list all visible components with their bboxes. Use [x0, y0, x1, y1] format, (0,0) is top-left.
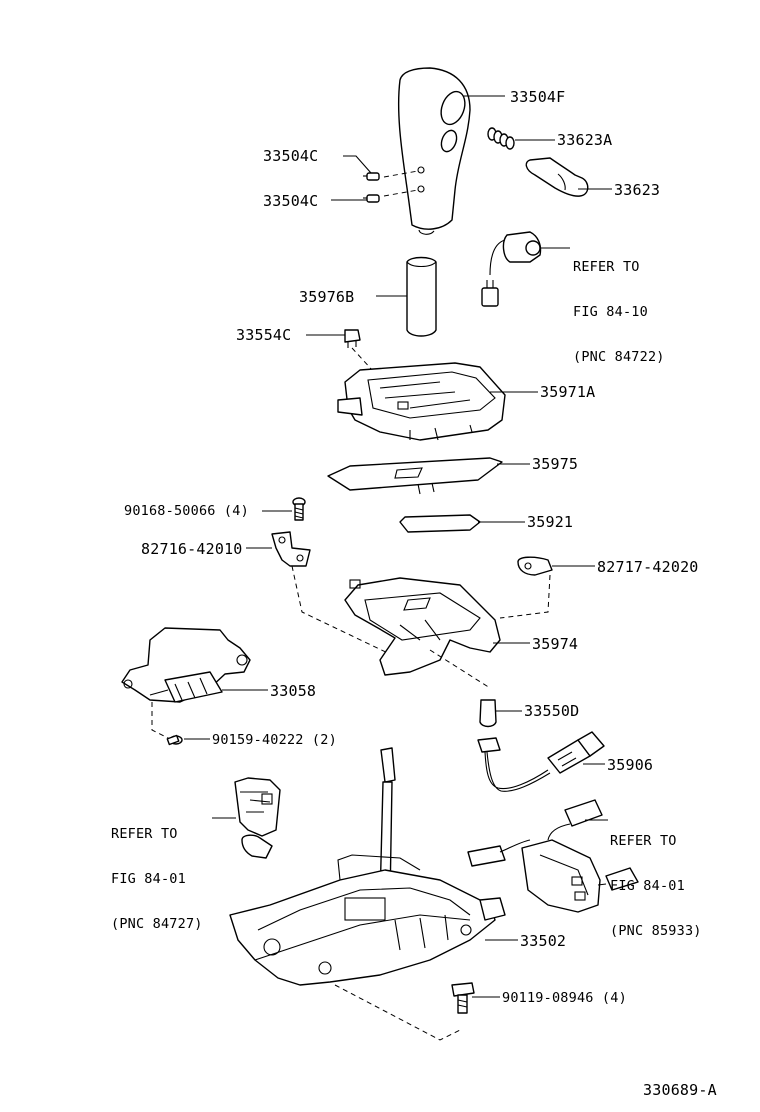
label-33504C-upper: 33504C	[263, 147, 319, 165]
solenoid-drawing	[121, 627, 251, 703]
connector-84722-drawing	[481, 231, 542, 307]
knob-screw-lower-drawing	[363, 194, 380, 203]
bolt-90119-drawing	[451, 982, 475, 1014]
shift-knob-drawing	[397, 67, 471, 235]
reference-85933-line3: (PNC 85933)	[610, 923, 702, 939]
reference-84727-line3: (PNC 84727)	[111, 916, 203, 932]
label-90168-50066: 90168-50066 (4)	[124, 503, 249, 519]
spring-drawing	[487, 127, 515, 150]
label-33504F: 33504F	[510, 88, 566, 106]
label-90119-08946: 90119-08946 (4)	[502, 990, 627, 1006]
knob-screw-upper-drawing	[363, 172, 380, 181]
label-35976B: 35976B	[299, 288, 355, 306]
label-33554C: 33554C	[236, 326, 292, 344]
label-82717-42020: 82717-42020	[597, 558, 699, 576]
figure-code: 330689-A	[643, 1081, 717, 1099]
clip-drawing	[344, 329, 361, 348]
label-35921: 35921	[527, 513, 574, 531]
indicator-housing-drawing	[337, 362, 506, 441]
wire-harness-drawing	[477, 731, 605, 792]
label-33502: 33502	[520, 932, 567, 950]
reference-85933: REFER TO FIG 84-01 (PNC 85933)	[610, 804, 702, 954]
reference-84727-line2: FIG 84-01	[111, 871, 186, 887]
bulb-drawing	[479, 699, 497, 728]
knob-sleeve-drawing	[406, 256, 437, 337]
indicator-bulb-bar-drawing	[399, 514, 481, 533]
bracket-right-drawing	[517, 556, 553, 576]
shift-lever-base-drawing	[229, 854, 506, 986]
label-82716-42010: 82716-42010	[141, 540, 243, 558]
reference-84722-line2: FIG 84-10	[573, 304, 648, 320]
label-35906: 35906	[607, 756, 654, 774]
label-33623: 33623	[614, 181, 661, 199]
label-33550D: 33550D	[524, 702, 580, 720]
label-90159-40222: 90159-40222 (2)	[212, 732, 337, 748]
reference-85933-line2: FIG 84-01	[610, 878, 685, 894]
reference-85933-line1: REFER TO	[610, 833, 677, 849]
screw-90168-drawing	[292, 497, 306, 521]
neutral-switch-drawing	[467, 799, 639, 913]
label-35975: 35975	[532, 455, 579, 473]
connector-84727-drawing	[234, 777, 281, 859]
reference-84727-line1: REFER TO	[111, 826, 178, 842]
reference-84727: REFER TO FIG 84-01 (PNC 84727)	[111, 797, 203, 947]
slide-plate-drawing	[327, 457, 503, 495]
label-33623A: 33623A	[557, 131, 613, 149]
reference-84722: REFER TO FIG 84-10 (PNC 84722)	[573, 230, 665, 380]
screw-90159-drawing	[166, 734, 183, 746]
label-33058: 33058	[270, 682, 317, 700]
bracket-left-drawing	[271, 531, 311, 567]
label-33504C-lower: 33504C	[263, 192, 319, 210]
button-drawing	[525, 157, 589, 197]
label-35974: 35974	[532, 635, 579, 653]
position-indicator-drawing	[344, 577, 501, 676]
label-35971A: 35971A	[540, 383, 596, 401]
reference-84722-line3: (PNC 84722)	[573, 349, 665, 365]
reference-84722-line1: REFER TO	[573, 259, 640, 275]
